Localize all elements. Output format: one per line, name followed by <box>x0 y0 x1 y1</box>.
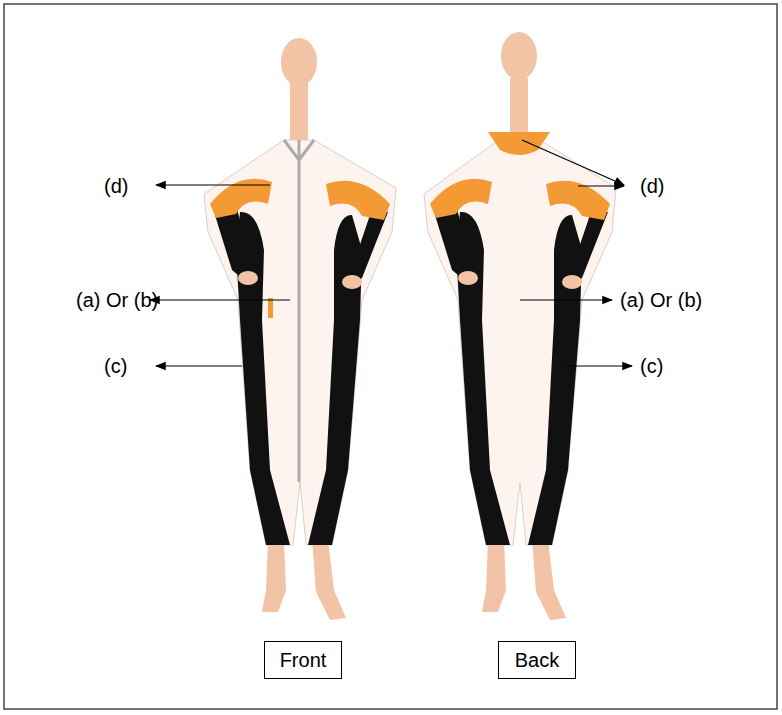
part-label: (a) Or (b) <box>620 289 702 311</box>
back-figure <box>424 32 616 620</box>
front-figure <box>204 38 396 620</box>
frame <box>4 4 777 709</box>
part-label: (c) <box>640 355 663 377</box>
part-label: (a) Or (b) <box>76 289 158 311</box>
part-label: (d) <box>640 175 664 197</box>
leader-lines <box>150 140 632 366</box>
view-label: Back <box>515 649 559 672</box>
view-label: Front <box>280 649 327 672</box>
part-label: (d) <box>104 175 128 197</box>
part-label: (c) <box>104 355 127 377</box>
view-box: Back <box>498 641 576 679</box>
view-box: Front <box>264 641 342 679</box>
